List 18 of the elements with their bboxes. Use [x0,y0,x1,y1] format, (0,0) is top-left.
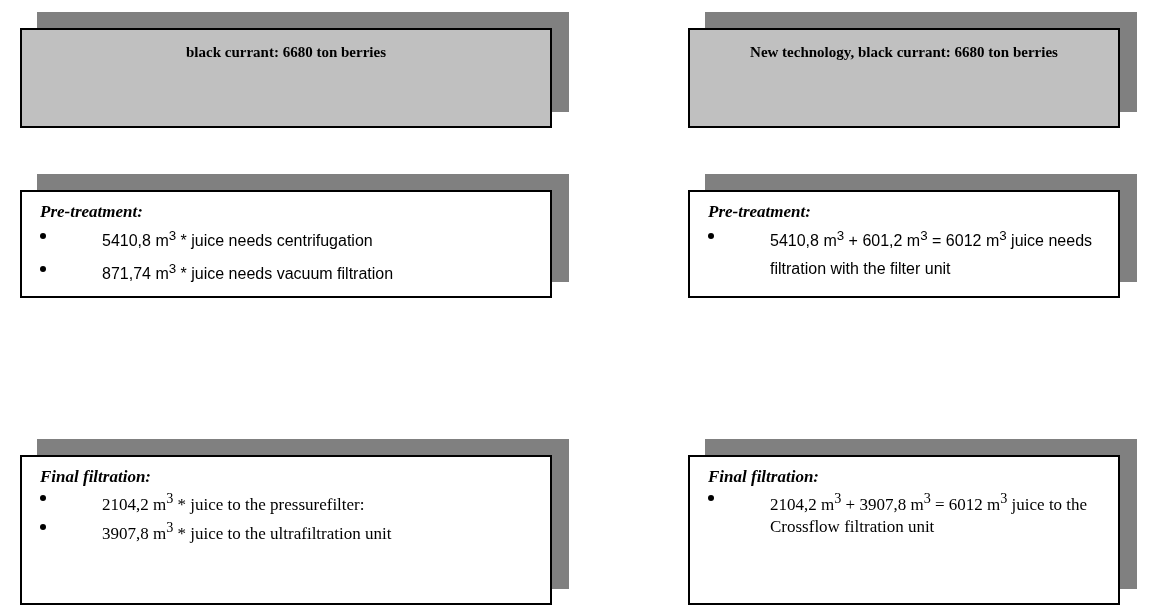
bullet-item: 2104,2 m$^{3}$ + 3907,8 m$^{3}$ = 6012 m$^{3}$ juice to the Crossflow filtration unit [770,489,1089,538]
bullet-item: 5410,8 m$^{3}$ + 601,2 m$^{3}$ = 6012 m$^{3}$ juice needs filtration with the filter unit [770,227,1094,280]
bullet-item: 3907,8 m$^{3}$ * juice to the ultrafiltration unit [102,517,393,545]
box-heading: Final filtration: [40,467,152,487]
box-heading: Final filtration: [708,467,820,487]
text-box [20,190,552,298]
bullet-item: 871,74 m$^{3}$ * juice needs vacuum filtration [102,260,395,285]
text-box [688,190,1120,298]
box-heading: Pre-treatment: [708,202,812,222]
heading-box [688,28,1120,128]
box-heading: New technology, black currant: 6680 ton berries [750,44,1058,61]
bullet-item: 2104,2 m$^{3}$ * juice to the pressurefilter: [102,489,366,516]
text-box [688,455,1120,605]
bullet-item: 5410,8 m$^{3}$ * juice needs centrifugation [102,227,374,252]
box-heading: black currant: 6680 ton berries [185,44,387,61]
text-box [20,455,552,605]
heading-box [20,28,552,128]
box-heading: Pre-treatment: [40,202,144,222]
